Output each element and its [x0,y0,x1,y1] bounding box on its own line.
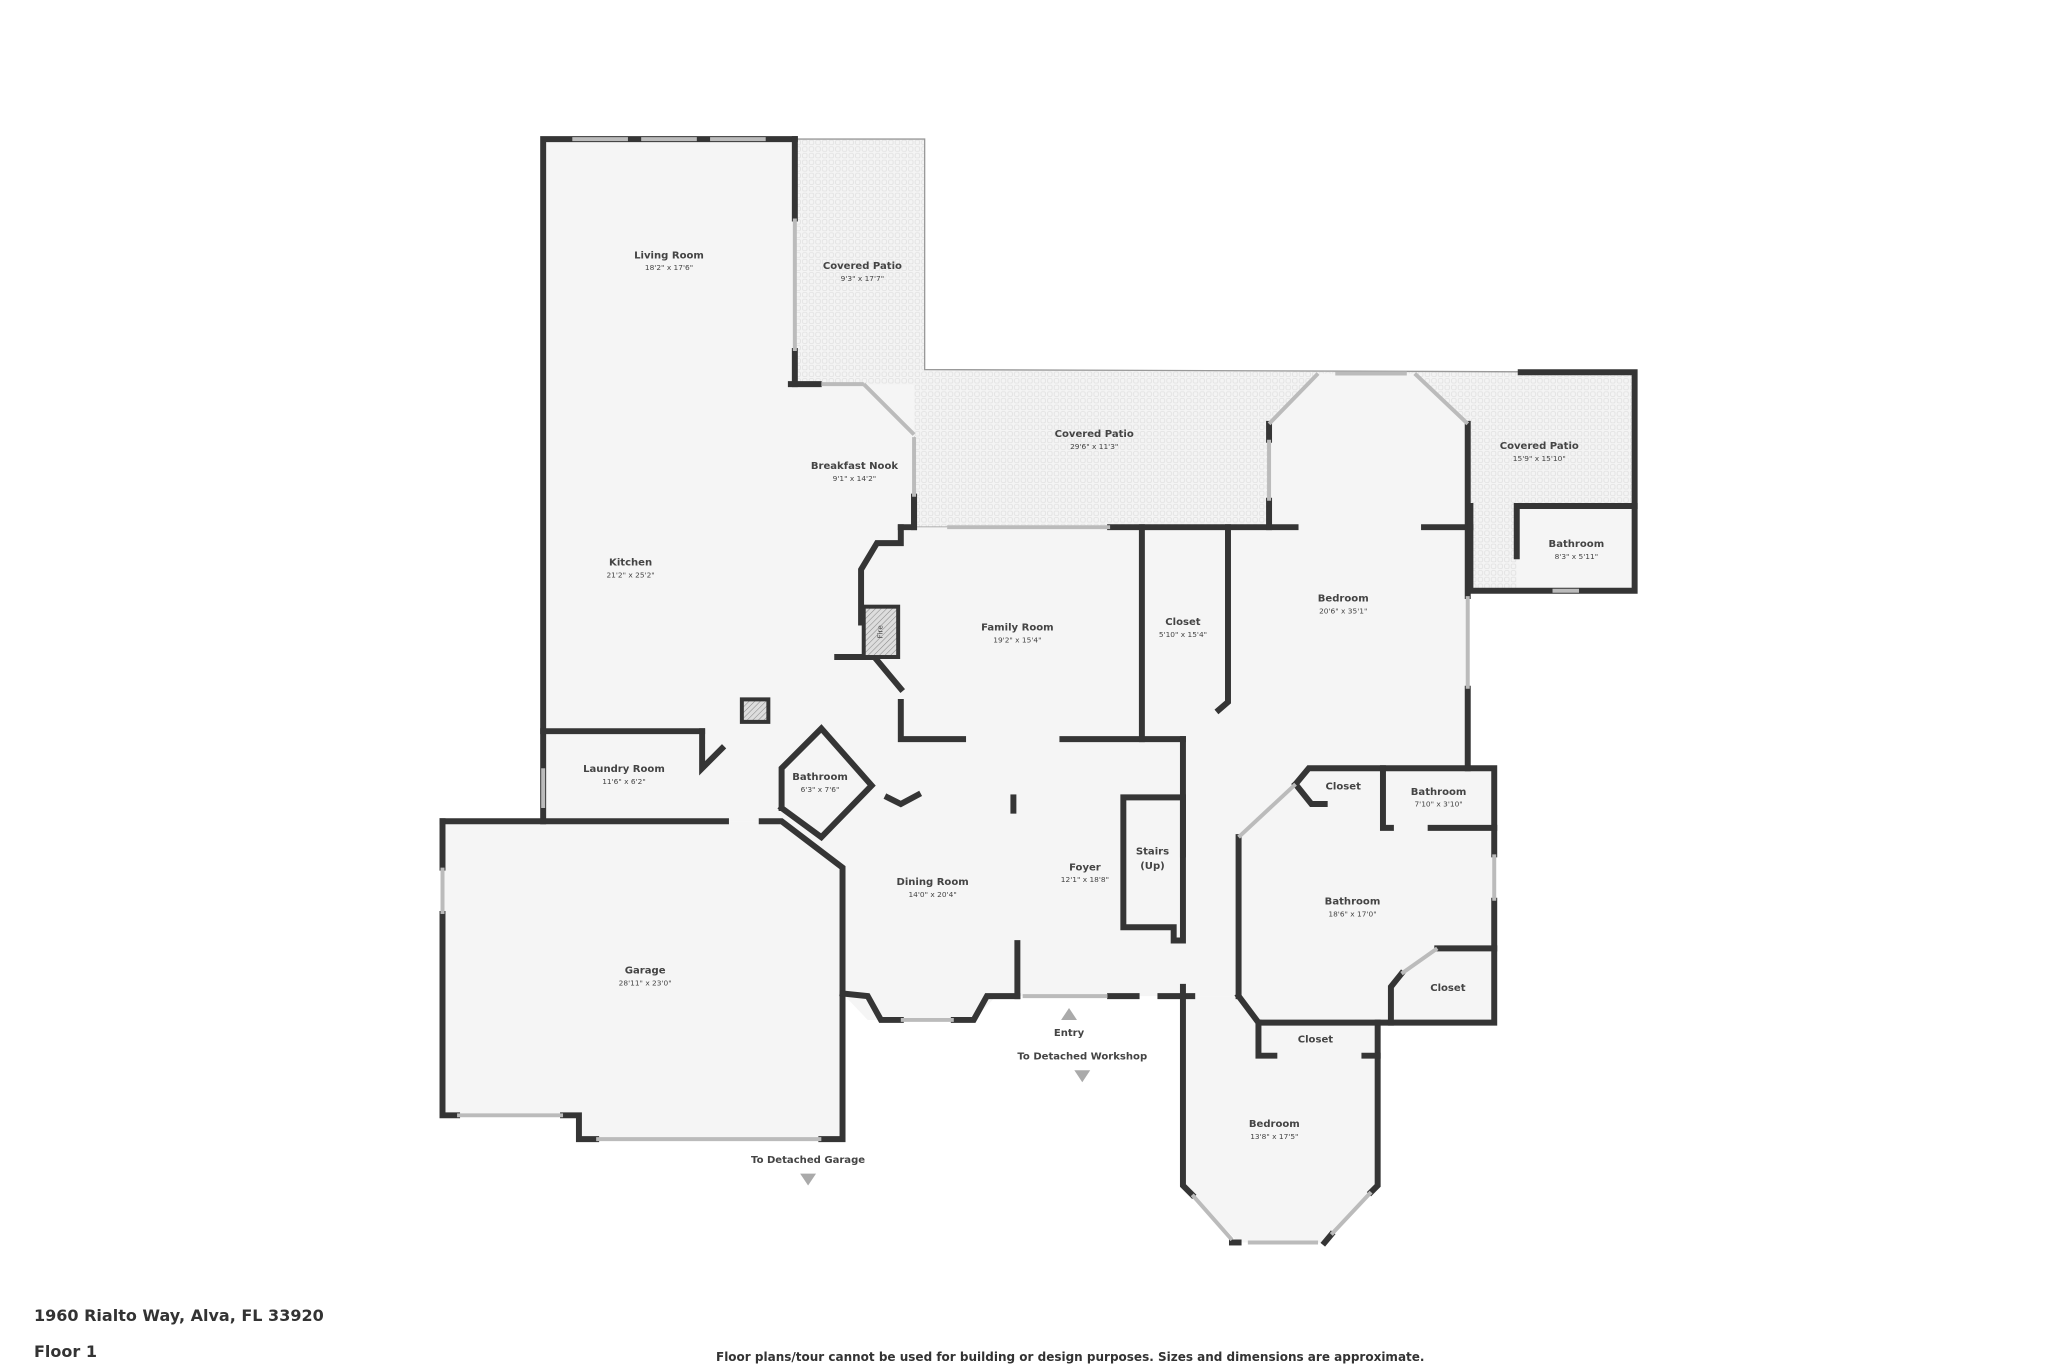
floor-label: Floor 1 [34,1342,97,1361]
covered-patio-area [794,138,1636,592]
room-dims: 13'8" x 17'5" [1250,1132,1298,1141]
room-dims: 29'6" x 11'3" [1070,442,1118,451]
room-dims: 6'3" x 7'6" [801,785,840,794]
room-dims: 11'6" x 6'2" [602,777,646,786]
room-name: Covered Patio [823,261,902,272]
windows [440,137,1580,1245]
room-dims: 5'10" x 15'4" [1159,630,1207,639]
garage-label: To Detached Garage [751,1155,865,1166]
room-dims: 15'9" x 15'10" [1513,454,1566,463]
room-name: Closet [1165,617,1201,628]
entry-label: Entry [1054,1028,1085,1039]
room-labels: Living Room 18'2" x 17'6" Covered Patio … [583,250,1604,1141]
room-name: Foyer [1069,862,1101,873]
room-name: Covered Patio [1500,441,1579,452]
room-dims: 18'6" x 17'0" [1328,910,1376,919]
room-name: Family Room [981,623,1053,634]
room-name: Bathroom [1549,539,1605,550]
disclaimer: Floor plans/tour cannot be used for buil… [716,1350,1425,1364]
room-floors [442,139,1635,1243]
room-name: Breakfast Nook [811,461,899,472]
room-name: Kitchen [609,558,652,569]
room-dims: 18'2" x 17'6" [645,263,693,272]
entry-arrow-icon[interactable] [1061,1008,1077,1020]
room-dims: 28'11" x 23'0" [619,979,672,988]
address: 1960 Rialto Way, Alva, FL 33920 [34,1306,324,1325]
room-name: Covered Patio [1055,429,1134,440]
room-dims: 9'1" x 14'2" [833,474,877,483]
room-name: Bedroom [1318,593,1369,604]
room-dims: 19'2" x 15'4" [993,635,1041,644]
fireplace-label: Fire [875,625,884,639]
room-name: Closet [1326,781,1362,792]
workshop-arrow-icon[interactable] [1074,1070,1091,1083]
room-dims: (Up) [1140,861,1165,872]
room-dims: 20'6" x 35'1" [1319,606,1367,615]
room-name: Closet [1298,1034,1334,1045]
room-name: Bedroom [1249,1119,1300,1130]
room-name: Dining Room [896,877,968,888]
room-dims: 12'1" x 18'8" [1061,875,1109,884]
fireplace [861,604,901,659]
room-name: Bathroom [1325,897,1381,908]
room-dims: 14'0" x 20'4" [908,890,956,899]
navigation-markers: Entry To Detached Workshop To Detached G… [751,1008,1147,1186]
room-dims: 7'10" x 3'10" [1414,800,1462,809]
room-name: Bathroom [792,772,848,783]
garage-arrow-icon[interactable] [800,1173,817,1186]
room-dims: 8'3" x 5'11" [1555,552,1599,561]
room-dims: 9'3" x 17'7" [841,274,885,283]
room-name: Closet [1430,983,1466,994]
room-name: Garage [625,966,666,977]
room-name: Laundry Room [583,764,665,775]
room-name: Bathroom [1411,787,1467,798]
room-name: Stairs [1136,846,1169,857]
walls [439,136,1638,1247]
room-name: Living Room [634,250,704,261]
workshop-label: To Detached Workshop [1017,1052,1147,1063]
room-dims: 21'2" x 25'2" [606,571,654,580]
